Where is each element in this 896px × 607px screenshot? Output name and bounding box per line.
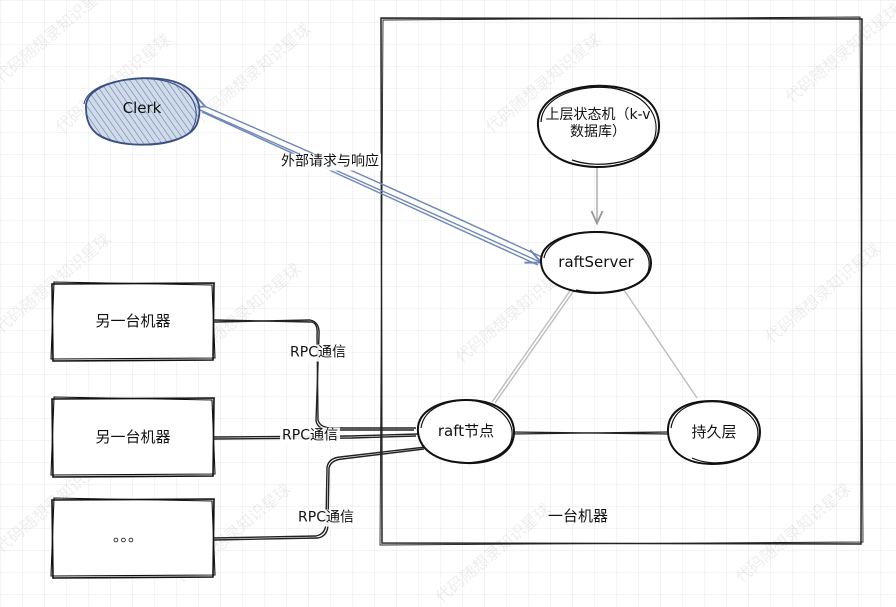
machine-box-more [50,497,216,579]
rpc-edge-1 [213,319,416,431]
rpc-edge-3-label: RPC通信 [296,509,356,527]
machine-more-label: 。。。 [112,527,144,545]
rpc-edge-3 [213,446,427,541]
raft-server-label: raftServer [558,253,634,271]
clerk-label: Clerk [122,99,162,117]
edge-server-raft [491,287,576,404]
diagram-svg [50,16,864,579]
rpc-edge-2 [213,433,419,440]
state-machine-label: 上层状态机（k-v数据库） [545,107,651,140]
edge-external [200,106,545,266]
rpc-edge-1-label: RPC通信 [288,344,348,362]
persistence-node [666,399,762,466]
persistence-label: 持久层 [691,423,737,441]
raft-node-label: raft节点 [437,422,495,440]
machine-box-a [50,281,216,362]
machine-box-b [50,396,216,478]
rpc-edge-2-label: RPC通信 [280,427,340,445]
raft-node [416,398,516,465]
edge-server-persistence [623,289,698,399]
machine-a-label: 另一台机器 [95,312,171,330]
raft-server-node [539,230,653,295]
one-machine-label: 一台机器 [547,507,609,525]
edge-raft-persistence [511,431,671,435]
machine-boundary [379,16,864,546]
machine-b-label: 另一台机器 [95,428,171,446]
state-machine-node [536,84,661,169]
external-edge-label: 外部请求与响应 [279,153,381,171]
clerk-node [83,77,201,146]
